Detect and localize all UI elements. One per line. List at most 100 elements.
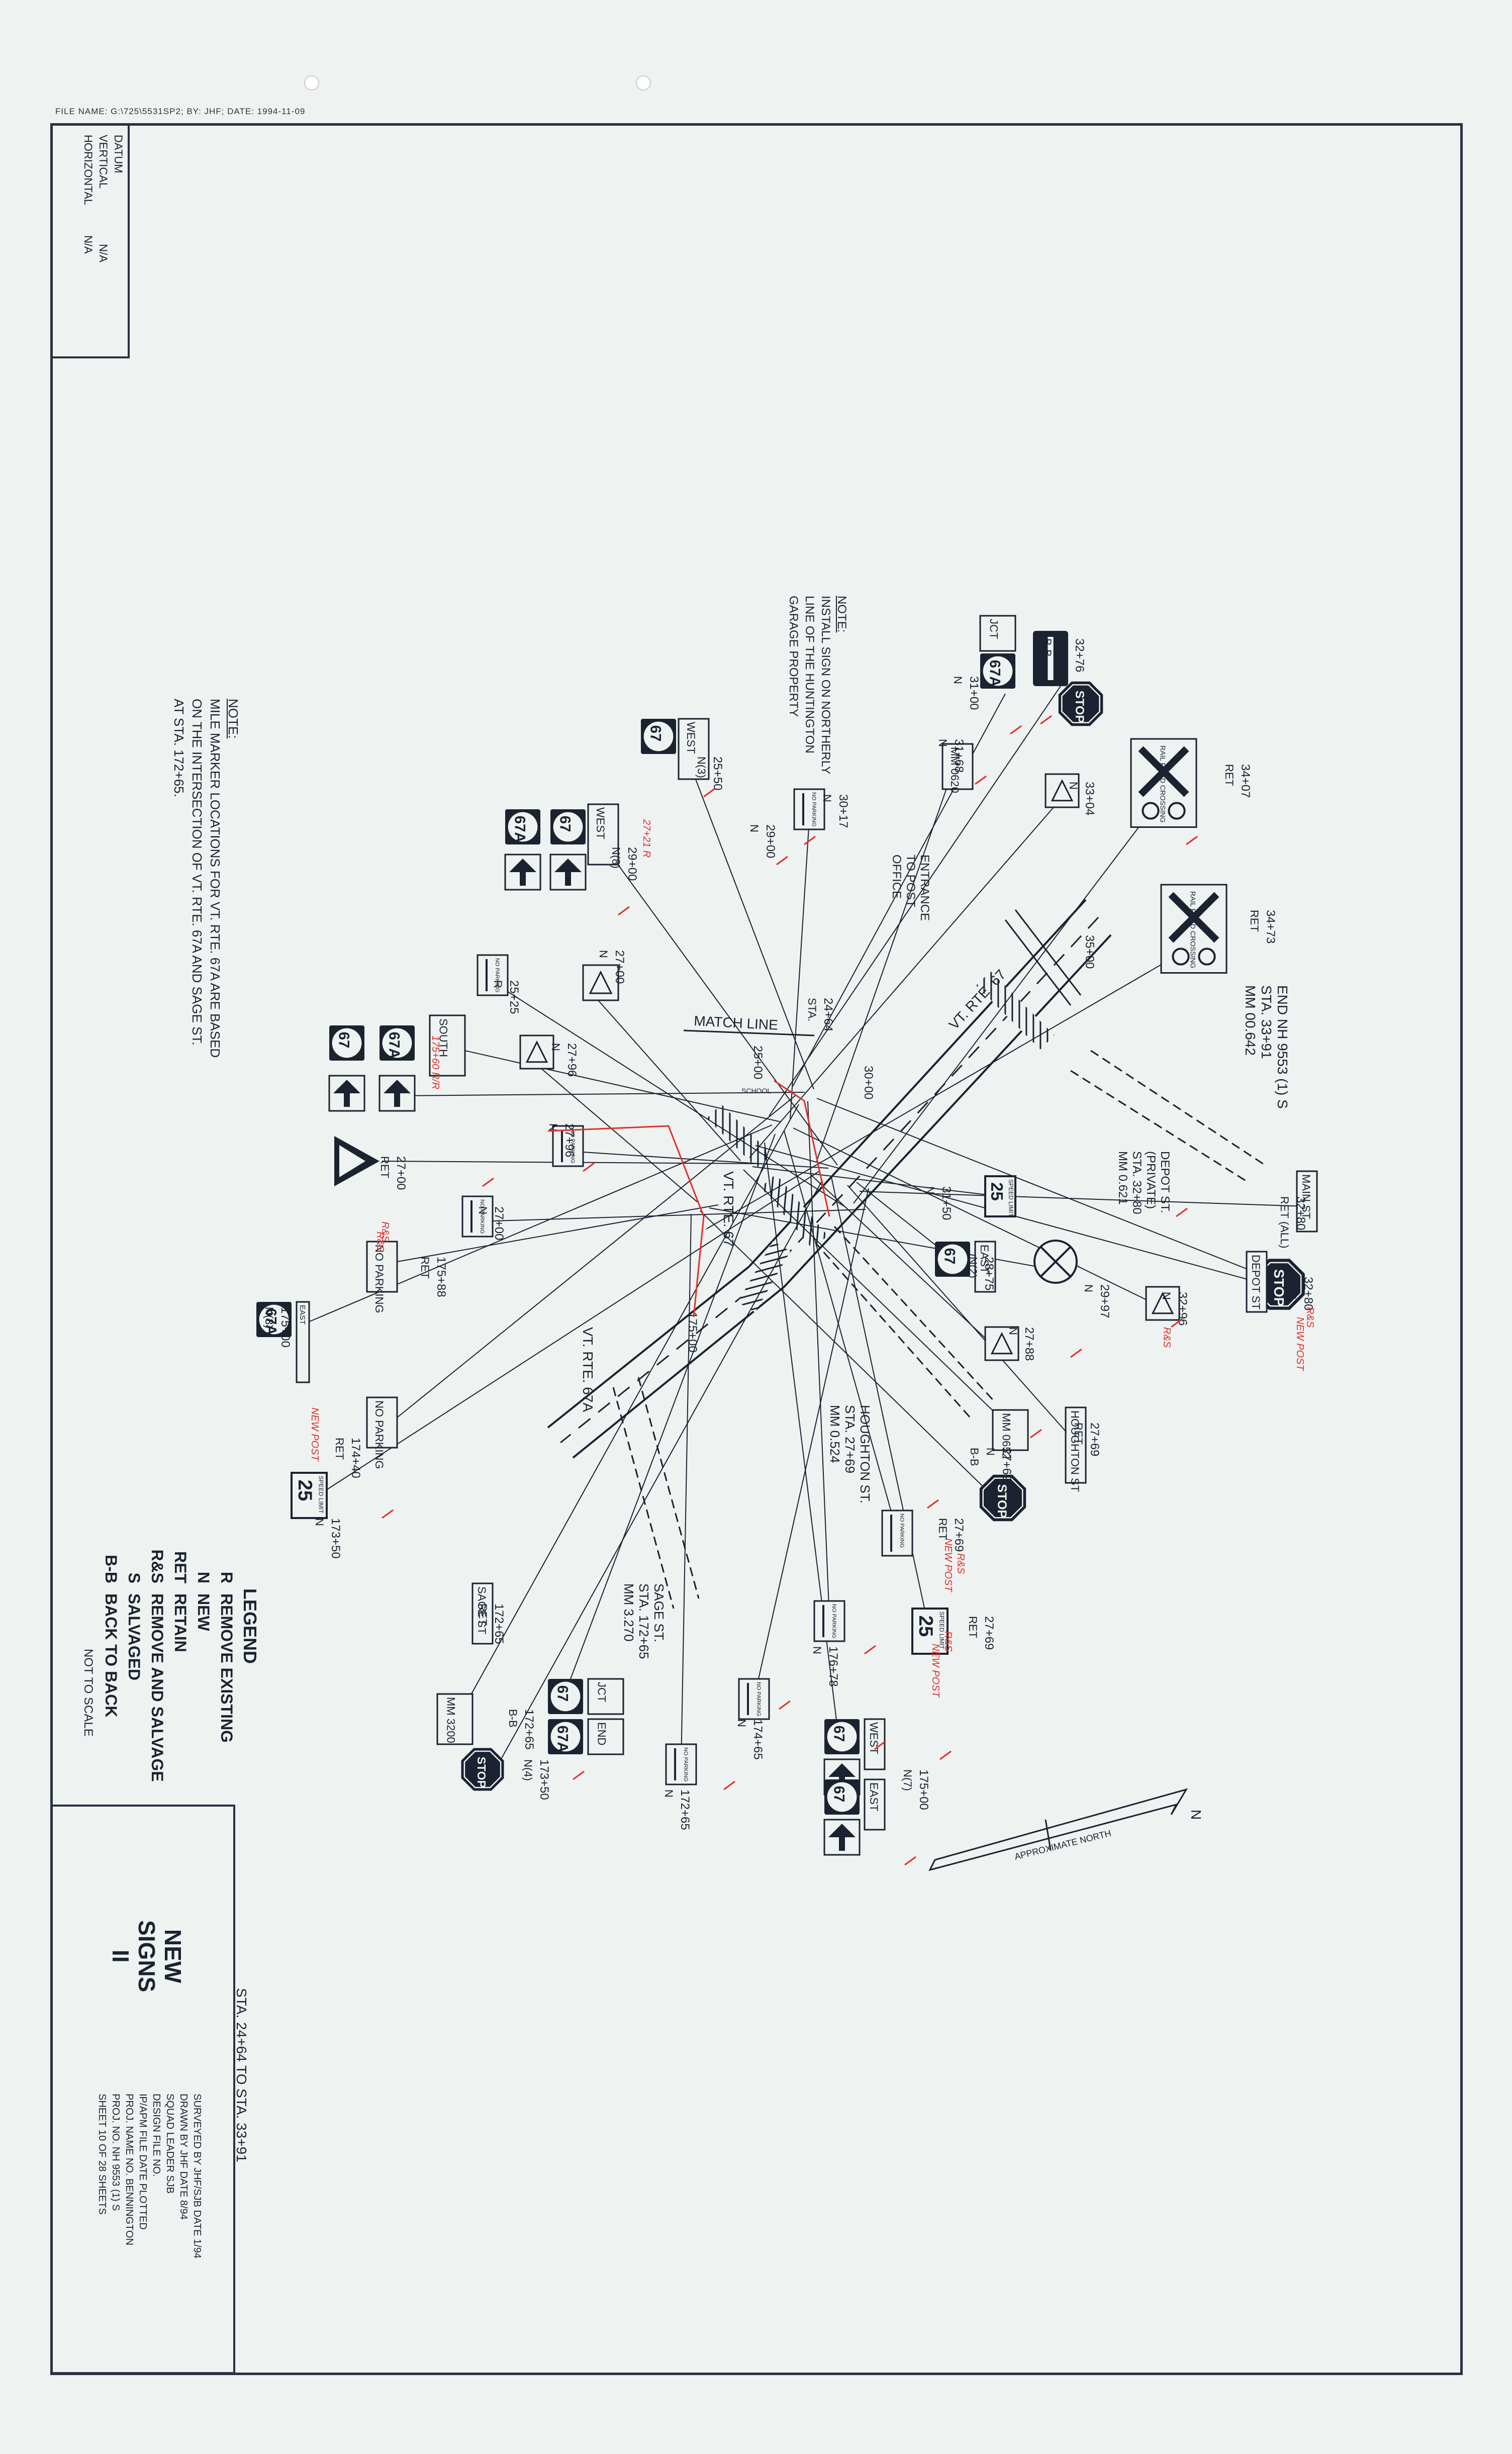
station-label: 31+50N — [924, 1186, 953, 1220]
station-label: 27+96N — [547, 1123, 576, 1157]
svg-text:N: N — [821, 794, 833, 802]
route-shield-sign: 67 — [329, 1025, 364, 1061]
yield-sign — [334, 1136, 380, 1186]
leader-line — [706, 950, 1187, 1230]
svg-text:(PRIVATE): (PRIVATE) — [1144, 1151, 1158, 1209]
leader-line — [753, 1188, 869, 1700]
svg-text:STOP: STOP — [1271, 1269, 1287, 1306]
redline-tick — [1070, 1348, 1082, 1358]
punch-hole — [636, 75, 651, 90]
redline-tick — [482, 1177, 494, 1187]
svg-text:27+96: 27+96 — [565, 1043, 579, 1077]
svg-text:175+88: 175+88 — [434, 1257, 448, 1297]
redline-tick — [573, 1770, 585, 1780]
leader-line — [807, 1101, 830, 1619]
leader-line — [709, 1207, 1066, 1272]
svg-text:SAGE ST.: SAGE ST. — [651, 1583, 667, 1642]
redline-tick — [618, 906, 630, 916]
svg-text:RET: RET — [936, 1518, 949, 1540]
redline-tick — [382, 1509, 394, 1519]
plate-sign: JCT — [979, 615, 1016, 652]
redline-tick — [927, 1499, 939, 1509]
redline-note: R&S — [942, 1631, 954, 1652]
redline-tick — [864, 1645, 876, 1655]
svg-text:32+96: 32+96 — [1176, 1292, 1189, 1326]
plate-sign: EAST — [974, 1241, 996, 1293]
leader-line — [853, 804, 1157, 1204]
svg-text:67A: 67A — [987, 660, 1003, 687]
svg-text:RET: RET — [477, 1603, 489, 1626]
svg-text:N: N — [547, 1123, 559, 1131]
plate-sign: HOUGHTON ST — [1065, 1406, 1087, 1492]
leader-line — [296, 1124, 773, 1328]
svg-text:NO PARKING: NO PARKING — [479, 1199, 485, 1234]
leader-line — [442, 1045, 782, 1122]
redline-note: R&S — [1304, 1307, 1315, 1328]
redline-note: NEW POST — [942, 1538, 954, 1592]
station-label: 173+50N(4) — [522, 1759, 551, 1800]
station-label: 29+00N(8) — [610, 847, 639, 881]
svg-text:29+97: 29+97 — [1098, 1284, 1111, 1318]
svg-text:JCT: JCT — [988, 619, 1000, 639]
redline-tick — [804, 835, 816, 845]
leader-line — [321, 1171, 820, 1493]
leader-line — [856, 1182, 951, 1257]
plate-sign: JCT — [587, 1678, 624, 1715]
svg-text:33+04: 33+04 — [1083, 782, 1096, 815]
svg-text:31+00: 31+00 — [967, 676, 981, 710]
railroad-tracks — [1004, 909, 1082, 1006]
svg-text:WEST: WEST — [868, 1722, 880, 1754]
svg-text:RET: RET — [1286, 1277, 1298, 1299]
north-arrow: APPROXIMATE NORTH N — [928, 1788, 1204, 1871]
svg-text:29+00: 29+00 — [625, 847, 639, 881]
road-houghton-st — [813, 1225, 996, 1418]
svg-text:HOUGHTON ST: HOUGHTON ST — [1069, 1410, 1081, 1492]
station-label: 25+25R — [492, 980, 521, 1014]
stop-sign: STOP — [461, 1748, 504, 1791]
pedestrian-sign — [1045, 773, 1080, 808]
station-label: 28+75N(2) — [967, 1257, 996, 1290]
sheet-border — [50, 123, 1463, 2375]
leader-line — [790, 819, 810, 1119]
plate-sign: MAIN ST — [1296, 1170, 1318, 1233]
leader-line — [681, 1213, 692, 1765]
arrow-sign — [328, 1075, 365, 1112]
svg-text:B-B: B-B — [1041, 638, 1054, 657]
svg-text:28+75: 28+75 — [982, 1257, 996, 1290]
svg-text:EAST: EAST — [978, 1245, 991, 1273]
svg-text:67: 67 — [831, 1786, 847, 1803]
no-parking-sign: NO PARKING — [881, 1509, 913, 1557]
svg-text:SOUTH: SOUTH — [437, 1018, 450, 1057]
redline-tick — [1186, 835, 1198, 845]
svg-text:MM 0620: MM 0620 — [949, 747, 961, 793]
label-rte-67-b: VT. RTE. 67 — [721, 1171, 736, 1247]
svg-text:32+76: 32+76 — [1073, 638, 1086, 672]
pedestrian-sign — [582, 964, 619, 1001]
svg-text:N: N — [936, 739, 949, 747]
svg-text:RET: RET — [967, 1616, 979, 1638]
plate-sign: WEST — [864, 1718, 886, 1770]
station-label: 175+00N(7) — [901, 1769, 930, 1810]
svg-text:N: N — [597, 950, 610, 958]
redline-path — [774, 1080, 830, 1217]
plate-sign: DEPOT ST — [1246, 1251, 1268, 1313]
stop-sign: STOP — [1058, 681, 1103, 726]
svg-text:N: N — [735, 1719, 748, 1727]
svg-text:N: N — [1188, 1810, 1204, 1820]
redline-note: NEW POST — [309, 1407, 320, 1462]
leader-line — [477, 1209, 866, 1222]
svg-text:N: N — [748, 824, 761, 832]
no-parking-sign: NO PARKING — [738, 1678, 770, 1720]
redline-note: R&S — [1161, 1327, 1172, 1348]
station-label: 176+78N — [811, 1646, 840, 1687]
station-label: 32+96N — [1160, 1292, 1189, 1326]
svg-text:27+00: 27+00 — [394, 1156, 408, 1190]
svg-text:67: 67 — [941, 1248, 958, 1265]
svg-text:END: END — [596, 1722, 608, 1745]
svg-text:67: 67 — [336, 1032, 352, 1049]
svg-text:STOP: STOP — [1073, 691, 1086, 723]
plate-sign: SAGE ST — [471, 1582, 494, 1645]
